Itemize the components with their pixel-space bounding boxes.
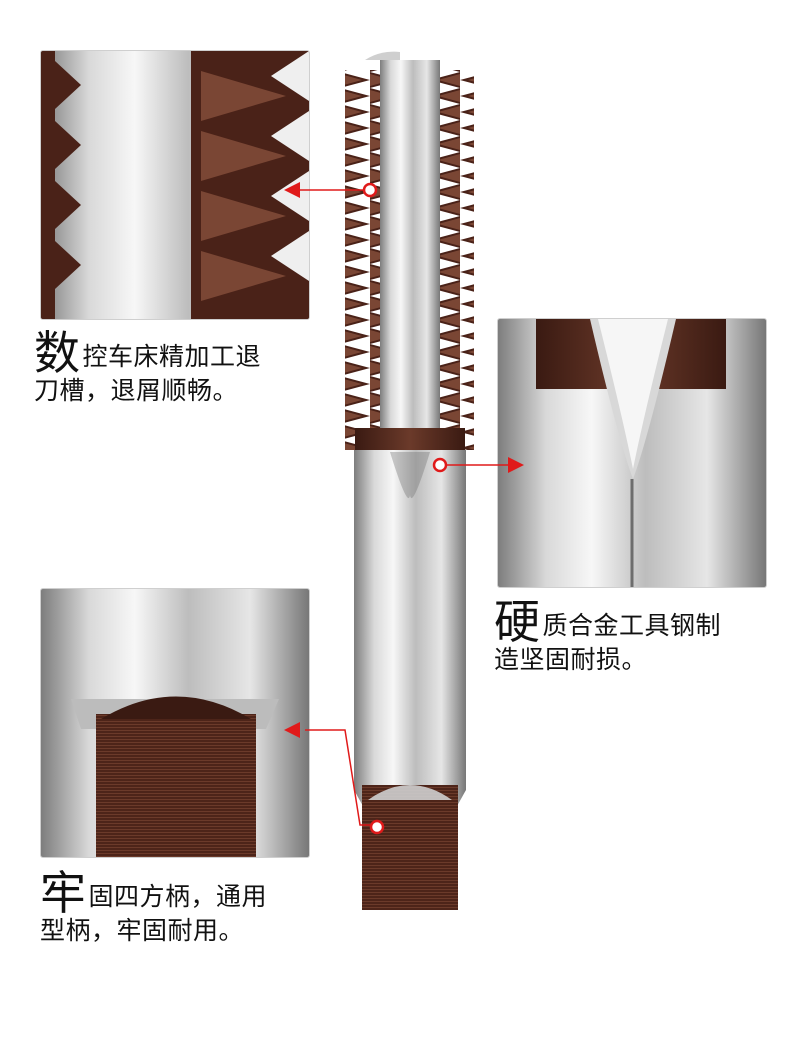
caption-shank-lead: 牢 xyxy=(40,866,87,920)
square-drive-coated-face xyxy=(96,714,256,857)
pointer-dot-shank xyxy=(369,819,385,835)
relief-closeup-panel xyxy=(497,318,767,588)
tap-square-drive xyxy=(362,785,458,910)
thread-closeup-panel xyxy=(40,50,310,320)
caption-shank-line2: 型柄，牢固耐用。 xyxy=(40,916,245,945)
relief-closeup-image xyxy=(498,319,766,587)
pointer-arrow-thread xyxy=(284,182,300,198)
caption-material-line1: 质合金工具钢制 xyxy=(542,611,722,640)
caption-thread-line2: 刀槽，退屑顺畅。 xyxy=(34,376,239,405)
caption-shank: 牢固四方柄，通用 型柄，牢固耐用。 xyxy=(40,870,268,948)
pointer-dot-thread xyxy=(362,182,378,198)
pointer-arrow-relief xyxy=(508,457,524,473)
square-drive-closeup-image xyxy=(41,589,309,857)
tap-flute xyxy=(380,60,440,490)
caption-thread-line1: 控车床精加工退 xyxy=(82,342,262,371)
pointer-dot-relief xyxy=(432,457,448,473)
caption-material-lead: 硬 xyxy=(494,595,541,649)
caption-material: 硬质合金工具钢制 造坚固耐损。 xyxy=(494,599,722,677)
caption-material-line2: 造坚固耐损。 xyxy=(494,645,648,674)
square-drive-closeup-panel xyxy=(40,588,310,858)
caption-shank-line1: 固四方柄，通用 xyxy=(88,882,268,911)
pointer-arrow-shank xyxy=(284,722,300,738)
tap-shank xyxy=(354,450,466,790)
caption-thread: 数控车床精加工退 刀槽，退屑顺畅。 xyxy=(34,330,262,408)
caption-thread-lead: 数 xyxy=(34,326,81,380)
thread-closeup-image xyxy=(41,51,309,319)
tap-illustration xyxy=(345,51,474,910)
